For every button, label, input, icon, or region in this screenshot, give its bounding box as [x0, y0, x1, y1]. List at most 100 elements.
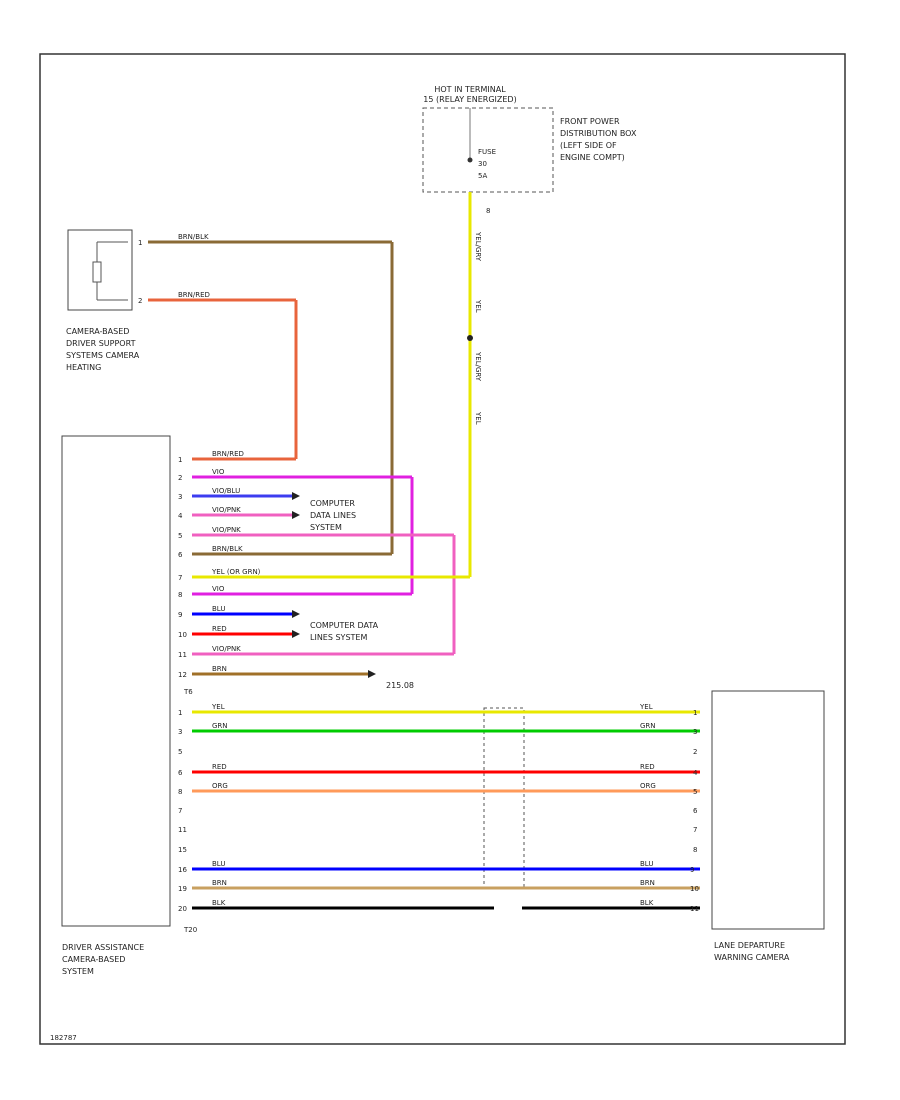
ground-arrow-icon [368, 670, 376, 678]
module-label-2: CAMERA-BASED [62, 955, 125, 964]
rpin-l3: 2 [693, 748, 697, 756]
pin-l2: 3 [178, 728, 182, 736]
power-box-label-3: (LEFT SIDE OF [560, 141, 617, 150]
rwire-label-l10: BRN [640, 879, 655, 887]
rpin-l5: 5 [693, 788, 697, 796]
power-box-label-4: ENGINE COMPT) [560, 153, 625, 162]
vwire-label-1: YEL/GRY [474, 231, 482, 262]
rpin-l10: 10 [690, 885, 699, 893]
pin-u10: 10 [178, 631, 187, 639]
pin-u2: 2 [178, 474, 182, 482]
wire-label-u8: VIO [212, 585, 225, 593]
wire-label-u6: BRN/BLK [212, 545, 243, 553]
rwire-label-l4: RED [640, 763, 655, 771]
camera-box [711, 690, 825, 930]
rwire-label-l9: BLU [640, 860, 653, 868]
rwire-label-l1: YEL [639, 703, 653, 711]
rpin-l2: 3 [693, 728, 697, 736]
camera-label-2: WARNING CAMERA [714, 953, 790, 962]
wire-label-u1: BRN/RED [212, 450, 244, 458]
wire-label-l2: GRN [212, 722, 228, 730]
pin-u7: 7 [178, 574, 182, 582]
wire-label-l4: RED [212, 763, 227, 771]
heater-label-1: CAMERA-BASED [66, 327, 129, 336]
module-label-3: SYSTEM [62, 967, 94, 976]
wire-label-l1: YEL [211, 703, 225, 711]
pin-l4: 6 [178, 769, 183, 777]
wire-label-u4: VIO/PNK [212, 506, 241, 514]
data-lines-1-label-2: DATA LINES [310, 511, 356, 520]
heater-pin-1: 1 [138, 239, 142, 247]
rwire-label-l11: BLK [640, 899, 654, 907]
pin-u8: 8 [178, 591, 182, 599]
heater-wire-label-1: BRN/BLK [178, 233, 209, 241]
pin-l3: 5 [178, 748, 182, 756]
wire-label-u12: BRN [212, 665, 227, 673]
pin-u11: 11 [178, 651, 187, 659]
wire-label-l10: BRN [212, 879, 227, 887]
pin-l11: 20 [178, 905, 187, 913]
vwire-label-2: YEL [474, 299, 482, 313]
pin-l6: 7 [178, 807, 182, 815]
rpin-l4: 4 [693, 769, 698, 777]
splice-dot [467, 335, 473, 341]
wire-label-u5: VIO/PNK [212, 526, 241, 534]
heater-label-4: HEATING [66, 363, 101, 372]
data-lines-2-label-2: LINES SYSTEM [310, 633, 367, 642]
pin-l8: 15 [178, 846, 187, 854]
data-lines-1-label-3: SYSTEM [310, 523, 342, 532]
vwire-label-3: YEL/GRY [474, 351, 482, 382]
pin-u6: 6 [178, 551, 183, 559]
pin-l1: 1 [178, 709, 182, 717]
rwire-label-l2: GRN [640, 722, 656, 730]
power-distribution-box [422, 107, 554, 193]
wire-label-u3: VIO/BLU [212, 487, 240, 495]
rpin-l9: 9 [690, 866, 694, 874]
pin-u5: 5 [178, 532, 182, 540]
inline-connector [483, 707, 525, 889]
heater-box [67, 229, 133, 311]
fuse-pin-number: 8 [486, 207, 490, 215]
rwire-label-l5: ORG [640, 782, 656, 790]
wire-label-u2: VIO [212, 468, 225, 476]
connector-t20-label: T20 [183, 926, 197, 934]
pin-u3: 3 [178, 493, 182, 501]
wire-label-l9: BLU [212, 860, 225, 868]
pin-l5: 8 [178, 788, 182, 796]
ground-label: 215.08 [386, 681, 414, 690]
rpin-l11: 11 [690, 905, 699, 913]
wire-label-u11: VIO/PNK [212, 645, 241, 653]
fuse-rating-b: 5A [478, 172, 487, 180]
wire-label-u9: BLU [212, 605, 225, 613]
fuse-terminal-dot [467, 157, 473, 163]
heater-label-3: SYSTEMS CAMERA [66, 351, 140, 360]
rpin-l1: 1 [693, 709, 697, 717]
module-label-1: DRIVER ASSISTANCE [62, 943, 144, 952]
power-box-label-1: FRONT POWER [560, 117, 620, 126]
wire-label-l11: BLK [212, 899, 226, 907]
heater-wire-label-2: BRN/RED [178, 291, 210, 299]
footer-code: 182787 [50, 1034, 77, 1042]
pin-l9: 16 [178, 866, 187, 874]
heater-pin-2: 2 [138, 297, 142, 305]
fuse-rating-a: 30 [478, 160, 487, 168]
rpin-l6: 6 [693, 807, 698, 815]
arrow-icon-u10 [292, 630, 300, 638]
heater-label-2: DRIVER SUPPORT [66, 339, 136, 348]
pin-l7: 11 [178, 826, 187, 834]
connector-t6-label: T6 [183, 688, 193, 696]
camera-label-1: LANE DEPARTURE [714, 941, 785, 950]
pin-u9: 9 [178, 611, 182, 619]
data-lines-1-label-1: COMPUTER [310, 499, 355, 508]
vwire-label-4: YEL [474, 411, 482, 425]
hot-label-line-1: HOT IN TERMINAL [434, 85, 506, 94]
arrow-icon-u3 [292, 492, 300, 500]
rpin-l7: 7 [693, 826, 697, 834]
power-box-label-2: DISTRIBUTION BOX [560, 129, 637, 138]
data-lines-2-label-1: COMPUTER DATA [310, 621, 379, 630]
fuse-label: FUSE [478, 148, 496, 156]
module-box [61, 435, 171, 927]
pin-u1: 1 [178, 456, 182, 464]
pin-u4: 4 [178, 512, 183, 520]
